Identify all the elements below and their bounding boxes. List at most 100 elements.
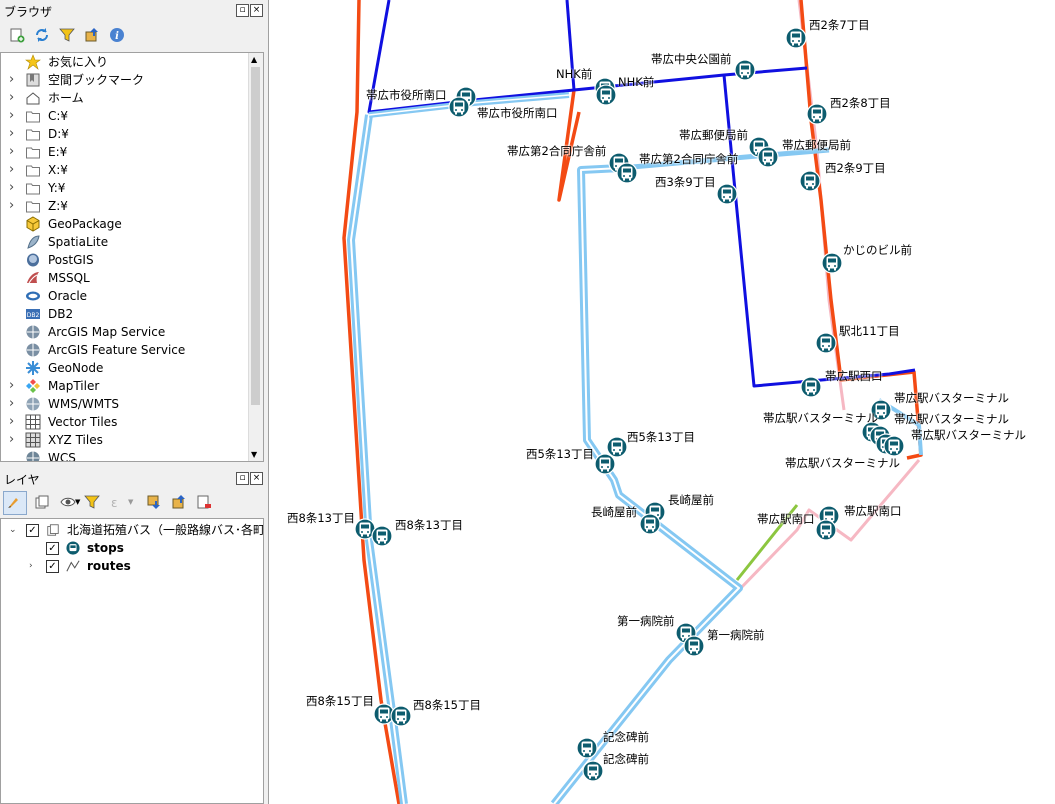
- bus-stop-marker[interactable]: [870, 399, 892, 421]
- stop-label: 長崎屋前: [668, 493, 714, 507]
- close-panel-button[interactable]: ×: [250, 472, 263, 485]
- browser-item[interactable]: ›C:¥: [1, 107, 263, 125]
- stops-checkbox[interactable]: ✓: [46, 542, 59, 555]
- float-panel-button[interactable]: ▫: [236, 4, 249, 17]
- browser-item[interactable]: WCS: [1, 449, 263, 461]
- eye-icon[interactable]: [60, 494, 76, 510]
- layer-group-row[interactable]: ⌄ ✓ 北海道拓殖バス（一般路線バス･各町コ: [1, 521, 263, 539]
- browser-item[interactable]: ›Vector Tiles: [1, 413, 263, 431]
- stop-label: 記念碑前: [603, 752, 649, 766]
- browser-item[interactable]: ›Y:¥: [1, 179, 263, 197]
- chevron-right-icon[interactable]: ›: [9, 396, 15, 411]
- bus-stop-marker[interactable]: [448, 96, 470, 118]
- browser-item[interactable]: ›MapTiler: [1, 377, 263, 395]
- collapse-all-icon[interactable]: [171, 494, 187, 510]
- group-checkbox[interactable]: ✓: [26, 524, 39, 537]
- chevron-right-icon[interactable]: ›: [9, 108, 15, 123]
- geopackage-icon: [26, 216, 40, 232]
- bus-stop-marker[interactable]: [785, 27, 807, 49]
- bus-stop-marker[interactable]: [800, 376, 822, 398]
- chevron-right-icon[interactable]: ›: [9, 378, 15, 393]
- browser-item[interactable]: SpatiaLite: [1, 233, 263, 251]
- browser-item[interactable]: お気に入り: [1, 53, 263, 71]
- bus-stop-marker[interactable]: [799, 170, 821, 192]
- chevron-down-icon[interactable]: ⌄: [9, 525, 17, 535]
- chevron-right-icon[interactable]: ›: [9, 414, 15, 429]
- stop-label: 西2条9丁目: [825, 161, 886, 175]
- browser-panel-title: ブラウザ: [4, 5, 53, 19]
- layers-tree[interactable]: ⌄ ✓ 北海道拓殖バス（一般路線バス･各町コ ✓ stops › ✓ route…: [0, 518, 264, 804]
- expression-filter-icon: ε: [111, 496, 118, 510]
- collapse-all-icon[interactable]: [84, 27, 100, 43]
- browser-item[interactable]: ›WMS/WMTS: [1, 395, 263, 413]
- browser-item[interactable]: ›Z:¥: [1, 197, 263, 215]
- chevron-right-icon[interactable]: ›: [9, 432, 15, 447]
- bus-stop-marker[interactable]: [815, 332, 837, 354]
- bus-stop-marker[interactable]: [734, 59, 756, 81]
- dropdown-arrow-icon[interactable]: ▼: [75, 498, 81, 506]
- stop-label: NHK前: [618, 75, 655, 89]
- add-group-icon[interactable]: [34, 494, 50, 510]
- browser-item-label: DB2: [48, 307, 74, 321]
- bus-stop-marker[interactable]: [606, 436, 628, 458]
- browser-item[interactable]: ›空間ブックマーク: [1, 71, 263, 89]
- scrollbar-thumb[interactable]: [251, 67, 260, 405]
- browser-item[interactable]: ›X:¥: [1, 161, 263, 179]
- bus-stop-marker[interactable]: [757, 146, 779, 168]
- layer-label-stops: stops: [87, 541, 124, 555]
- browser-item[interactable]: GeoNode: [1, 359, 263, 377]
- bus-stop-marker[interactable]: [883, 435, 905, 457]
- refresh-icon[interactable]: [34, 27, 50, 43]
- chevron-right-icon[interactable]: ›: [9, 198, 15, 213]
- bus-stop-marker[interactable]: [639, 513, 661, 535]
- bus-stop-marker[interactable]: [716, 183, 738, 205]
- bus-stop-marker[interactable]: [616, 162, 638, 184]
- bus-stop-marker[interactable]: [582, 760, 604, 782]
- routes-checkbox[interactable]: ✓: [46, 560, 59, 573]
- chevron-right-icon[interactable]: ›: [9, 72, 15, 87]
- browser-item[interactable]: GeoPackage: [1, 215, 263, 233]
- layer-row-stops[interactable]: ✓ stops: [1, 539, 263, 557]
- bus-stop-marker[interactable]: [354, 518, 376, 540]
- browser-item[interactable]: ArcGIS Map Service: [1, 323, 263, 341]
- filter-icon[interactable]: [84, 494, 100, 510]
- bus-stop-marker[interactable]: [815, 519, 837, 541]
- bus-stop-marker[interactable]: [390, 705, 412, 727]
- bus-stop-marker[interactable]: [821, 252, 843, 274]
- expand-all-icon[interactable]: [146, 494, 162, 510]
- browser-scrollbar[interactable]: ▲ ▼: [248, 53, 263, 461]
- bus-stop-marker[interactable]: [806, 103, 828, 125]
- browser-item[interactable]: PostGIS: [1, 251, 263, 269]
- chevron-right-icon[interactable]: ›: [9, 162, 15, 177]
- layer-row-routes[interactable]: › ✓ routes: [1, 557, 263, 575]
- close-panel-button[interactable]: ×: [250, 4, 263, 17]
- browser-item[interactable]: ›XYZ Tiles: [1, 431, 263, 449]
- browser-item[interactable]: ›ホーム: [1, 89, 263, 107]
- chevron-right-icon[interactable]: ›: [9, 180, 15, 195]
- bus-stop-marker[interactable]: [683, 635, 705, 657]
- bus-stop-marker[interactable]: [373, 703, 395, 725]
- chevron-right-icon[interactable]: ›: [9, 90, 15, 105]
- remove-layer-icon[interactable]: [196, 494, 212, 510]
- add-layer-icon[interactable]: [9, 27, 25, 43]
- bus-stop-marker[interactable]: [594, 453, 616, 475]
- browser-item[interactable]: ArcGIS Feature Service: [1, 341, 263, 359]
- browser-item[interactable]: MSSQL: [1, 269, 263, 287]
- info-icon[interactable]: i: [109, 27, 125, 43]
- bus-stop-marker[interactable]: [595, 84, 617, 106]
- bus-stop-marker[interactable]: [371, 525, 393, 547]
- chevron-right-icon[interactable]: ›: [9, 126, 15, 141]
- bus-stop-marker[interactable]: [576, 737, 598, 759]
- float-panel-button[interactable]: ▫: [236, 472, 249, 485]
- browser-item[interactable]: ›D:¥: [1, 125, 263, 143]
- stop-label: 第一病院前: [617, 614, 675, 628]
- browser-item[interactable]: Oracle: [1, 287, 263, 305]
- browser-item[interactable]: ›E:¥: [1, 143, 263, 161]
- browser-tree[interactable]: お気に入り›空間ブックマーク›ホーム›C:¥›D:¥›E:¥›X:¥›Y:¥›Z…: [0, 52, 264, 462]
- stop-label: 帯広駅バスターミナル: [894, 391, 1009, 405]
- chevron-right-icon[interactable]: ›: [29, 561, 33, 571]
- filter-icon[interactable]: [59, 27, 75, 43]
- chevron-right-icon[interactable]: ›: [9, 144, 15, 159]
